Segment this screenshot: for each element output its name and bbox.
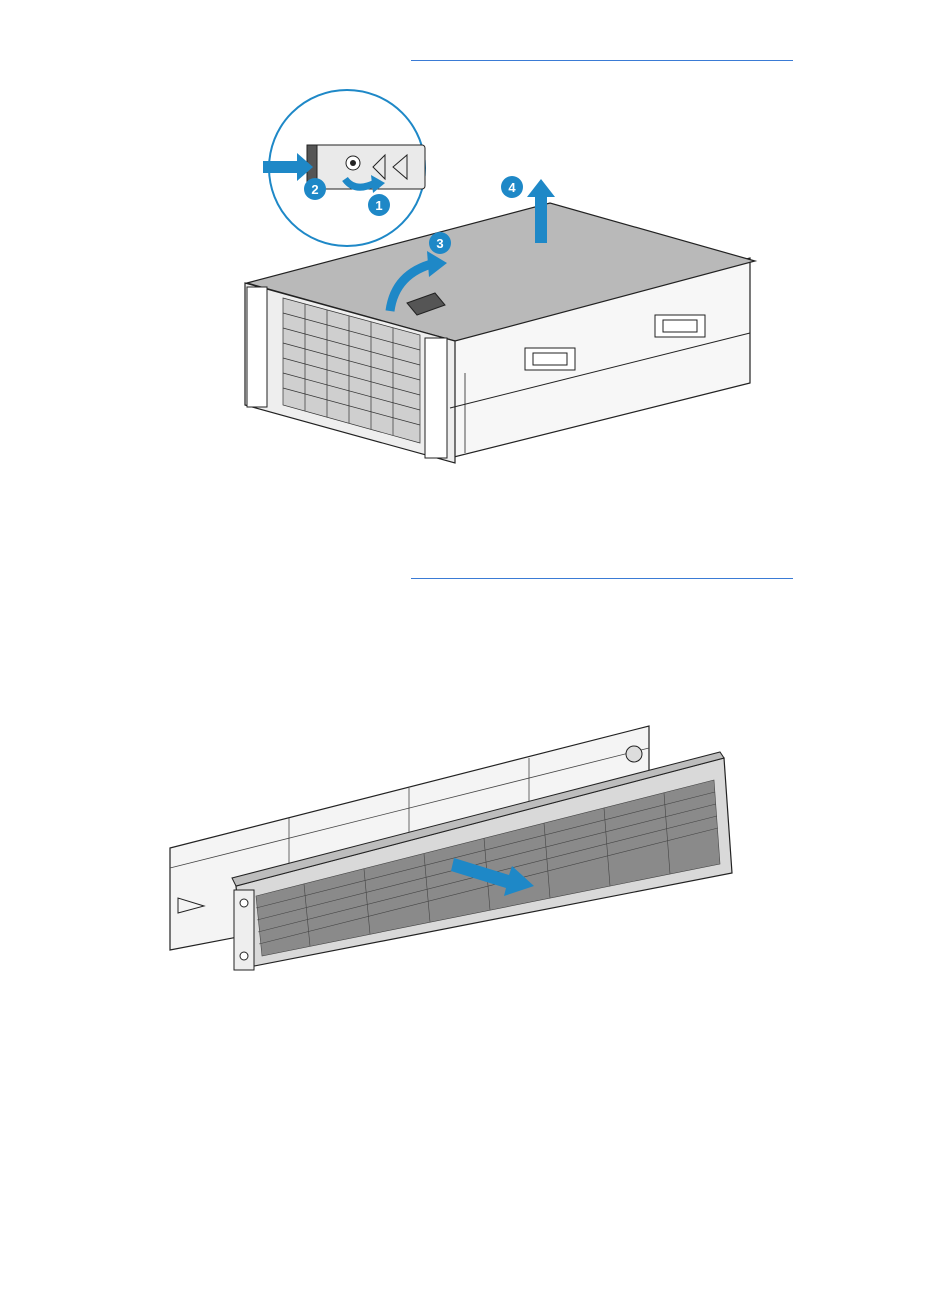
step-label-1: 1 [375, 198, 382, 213]
right-rack-ear [425, 338, 447, 458]
step-label-3: 3 [436, 236, 443, 251]
lift-arrow-icon [535, 193, 547, 243]
section-rule-top [411, 60, 793, 61]
step-label-4: 4 [508, 180, 516, 195]
side-handle-1 [525, 348, 575, 370]
front-bezel-removal-illustration [164, 718, 764, 978]
section-rule-middle [411, 578, 793, 579]
step-label-2: 2 [311, 182, 318, 197]
left-rack-ear [247, 287, 267, 407]
access-panel-removal-illustration: 3 4 2 1 [195, 83, 775, 475]
push-arrow-icon [263, 161, 299, 173]
side-handle-2 [655, 315, 705, 337]
